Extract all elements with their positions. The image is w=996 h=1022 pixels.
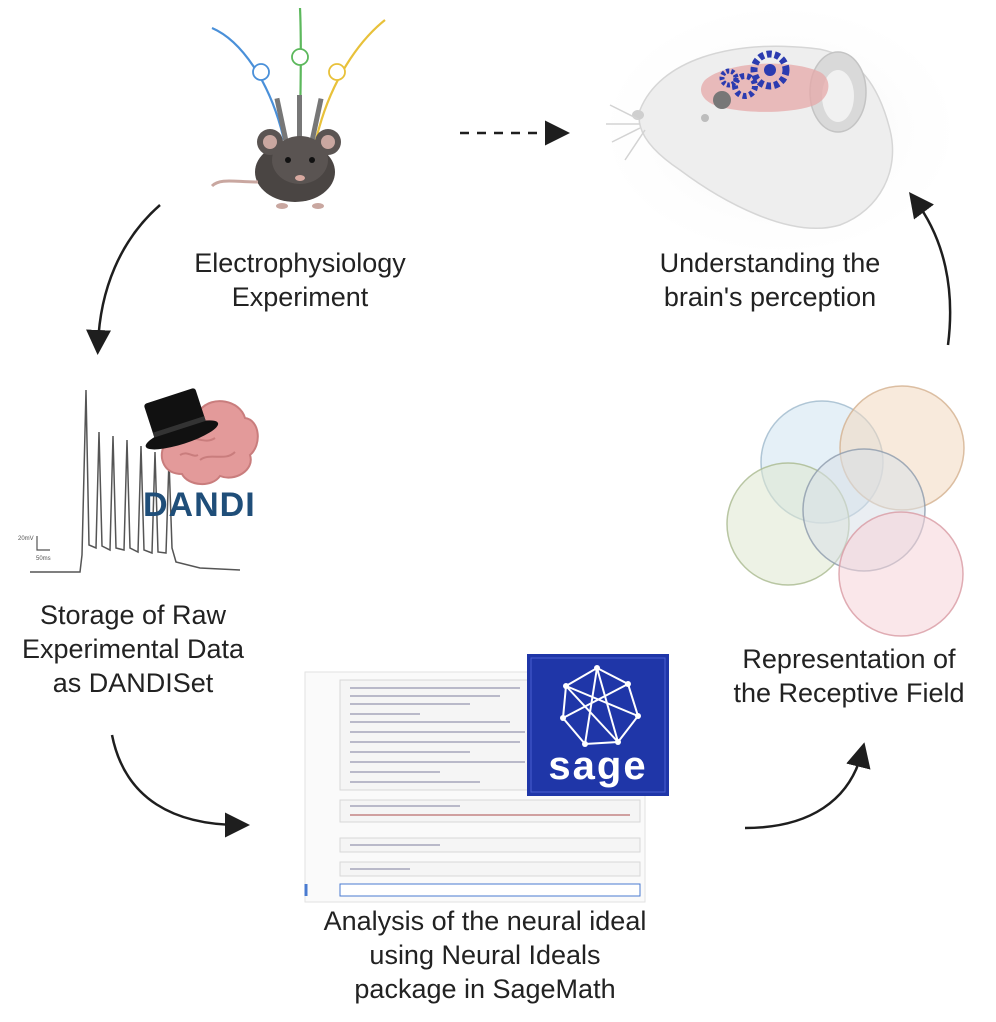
- arrow-receptive-to-understanding: [909, 191, 952, 346]
- arrow-analysis-to-receptive: [744, 742, 871, 830]
- arrow-experiment-to-storage: [86, 204, 161, 355]
- voltage-trace-icon: 20mV 50ms: [18, 389, 241, 573]
- svg-text:50ms: 50ms: [36, 556, 51, 562]
- receptive-field-circles-icon: [726, 385, 965, 637]
- sage-logo: [527, 654, 669, 796]
- label-understanding: Understanding the brain's perception: [659, 248, 881, 312]
- arrow-storage-to-analysis: [110, 734, 250, 838]
- mouse-with-electrodes-icon: [210, 7, 386, 209]
- label-storage: Storage of Raw Experimental Data as DAND…: [21, 600, 245, 698]
- label-analysis: Analysis of the neural ideal using Neura…: [323, 906, 647, 1004]
- dandi-wordmark: DANDI: [143, 486, 256, 524]
- dandi-logo: [144, 388, 259, 485]
- label-experiment: Electrophysiology Experiment: [194, 248, 406, 312]
- rat-head-with-gears-icon: [606, 10, 950, 250]
- sage-wordmark: sage: [548, 744, 648, 788]
- label-receptive: Representation of the Receptive Field: [733, 644, 965, 708]
- svg-text:20mV: 20mV: [18, 536, 34, 542]
